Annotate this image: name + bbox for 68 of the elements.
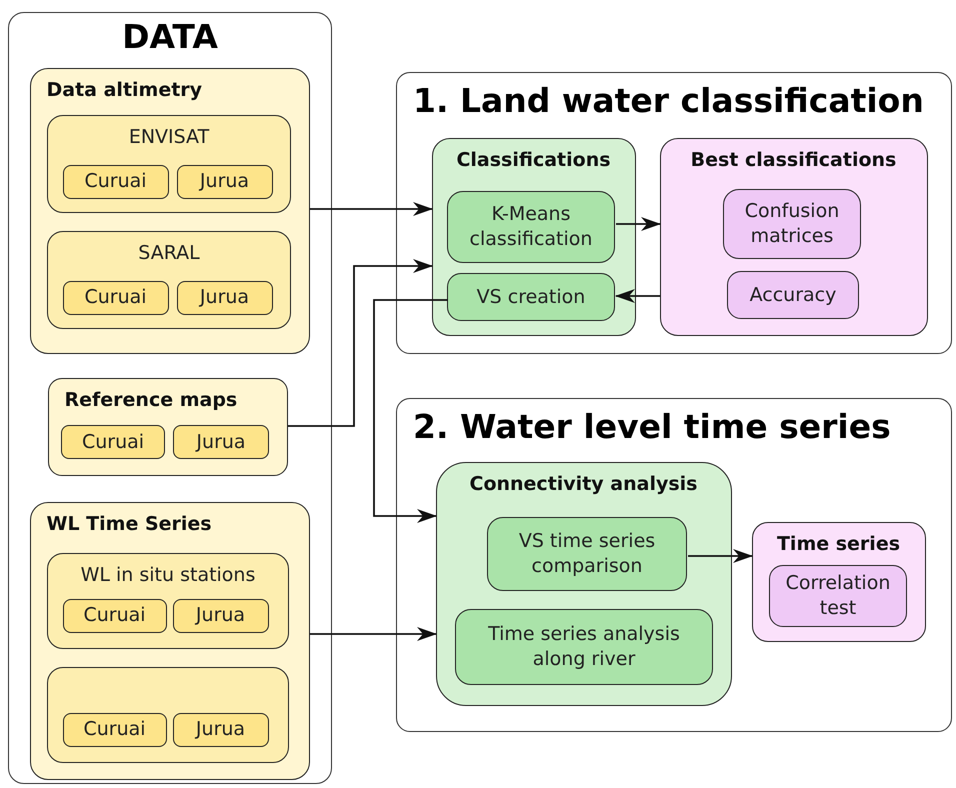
panel-title: DATA [122, 17, 218, 57]
node-label: Curuai [83, 169, 148, 194]
group-box [30, 502, 310, 780]
subgroup-box [47, 115, 291, 213]
process-box [62, 164, 168, 198]
node-label: VS time series comparison [518, 529, 656, 579]
node-label: Jurua [194, 717, 246, 742]
process-box [487, 517, 687, 591]
group-box [432, 138, 636, 336]
arrow [616, 217, 661, 231]
panel [8, 12, 332, 784]
node-label: Confusion matrices [744, 199, 840, 249]
node-label: Accuracy [748, 282, 838, 308]
panel-title: 1. Land water classification [413, 81, 924, 121]
node-label: Curuai [83, 285, 148, 310]
arrow [688, 549, 753, 563]
node-label: Curuai [80, 430, 146, 454]
group-title: Time series [776, 532, 900, 554]
process-box [61, 425, 165, 459]
group-box [436, 462, 732, 706]
group-title: Data altimetry [46, 78, 202, 100]
group-box [48, 378, 288, 476]
process-box [723, 189, 861, 259]
arrow [373, 299, 448, 523]
arrow [615, 289, 660, 303]
process-box [176, 164, 272, 198]
node-label: Curuai [82, 717, 147, 742]
group-label: ENVISAT [128, 126, 210, 148]
node-label: K-Means classification [468, 202, 594, 252]
process-box [172, 598, 268, 632]
group-box [30, 68, 310, 354]
node-label: Jurua [198, 169, 250, 194]
arrow [310, 627, 437, 641]
group-label: SARAL [138, 242, 200, 264]
group-title: Classifications [456, 148, 611, 170]
arrow [288, 259, 433, 427]
process-box [62, 280, 168, 314]
process-box [172, 712, 268, 746]
subgroup-box [47, 553, 289, 649]
group-label: WL in situ stations [80, 564, 256, 586]
node-label: Jurua [194, 430, 247, 454]
node-label: Jurua [198, 285, 250, 310]
process-box [727, 271, 859, 319]
panel-title: 2. Water level time series [413, 407, 891, 447]
node-label: Curuai [82, 603, 147, 628]
group-title: Best classifications [690, 148, 896, 170]
process-box [62, 712, 166, 746]
group-title: Reference maps [64, 388, 238, 410]
node-label: Jurua [194, 603, 246, 628]
subgroup-box [47, 667, 289, 763]
group-box [660, 138, 928, 336]
process-box [769, 565, 907, 627]
panel [396, 72, 952, 354]
process-box [62, 598, 166, 632]
process-box [173, 425, 269, 459]
process-box [447, 191, 615, 263]
process-box [176, 280, 272, 314]
process-box [455, 609, 713, 685]
node-label: VS creation [476, 284, 586, 310]
group-box [752, 522, 926, 642]
group-title: WL Time Series [46, 512, 212, 534]
node-label: Time series analysis along river [487, 622, 681, 672]
subgroup-box [47, 231, 291, 329]
panel [396, 398, 952, 732]
group-title: Connectivity analysis [470, 472, 698, 494]
node-label: Correlation test [784, 571, 892, 621]
process-box [447, 273, 615, 321]
arrow [310, 202, 433, 216]
